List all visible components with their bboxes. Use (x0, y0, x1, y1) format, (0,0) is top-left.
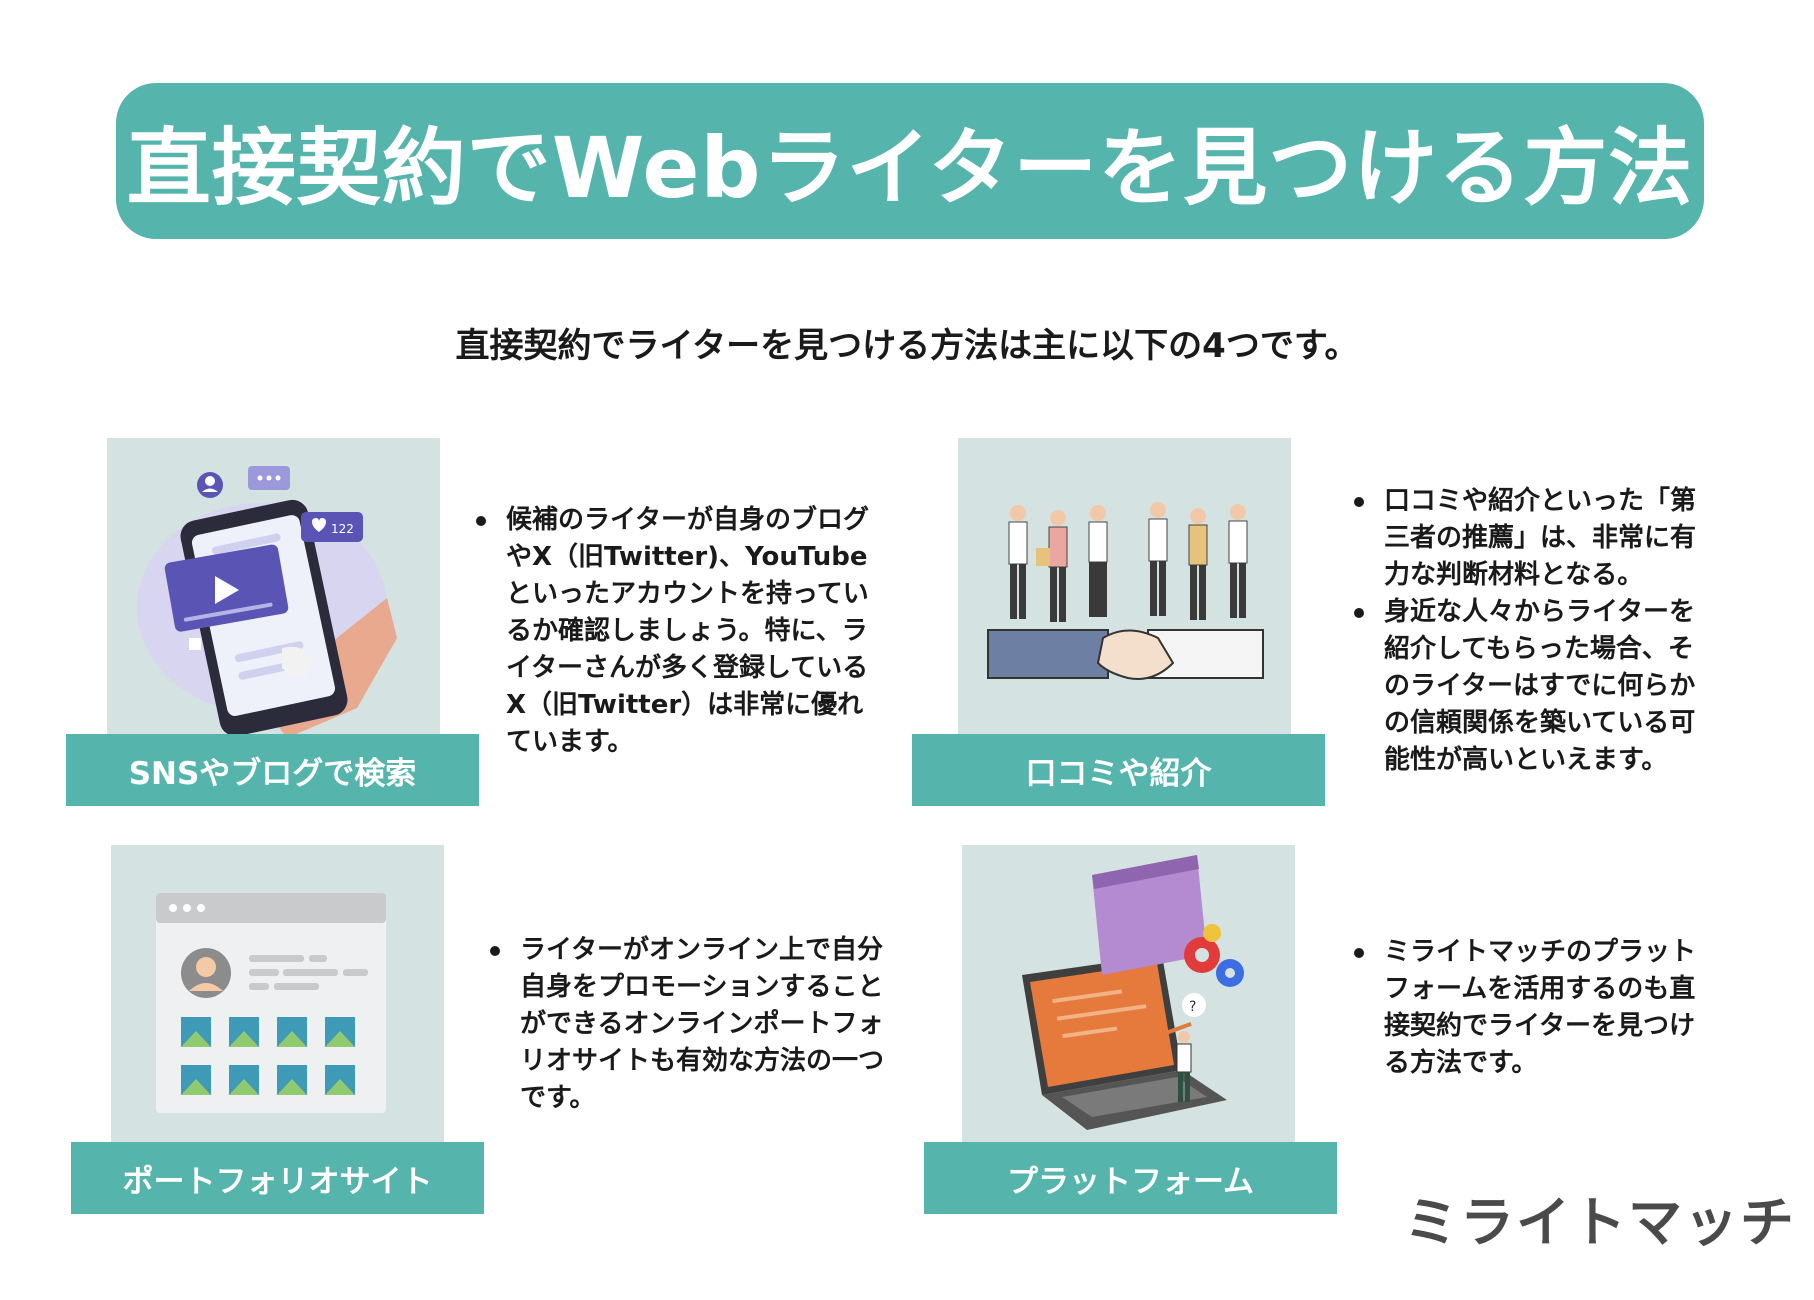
method-desc-portfolio: ライターがオンライン上で自分 自身をプロモーションすること ができるオンラインポ… (486, 932, 926, 1117)
referral-illustration (958, 438, 1291, 735)
like-count: 122 (331, 522, 354, 536)
code-window-icon (1092, 855, 1207, 975)
bullet-item: ライターがオンライン上で自分 自身をプロモーションすること ができるオンラインポ… (486, 932, 926, 1117)
person-icon (1176, 1031, 1192, 1102)
people-group-icon (1008, 502, 1248, 622)
bullet-item: 候補のライターが自身のブログ やX（旧Twitter)、YouTube といった… (472, 502, 912, 761)
portfolio-browser-icon (156, 893, 386, 1113)
method-label-portfolio: ポートフォリオサイト (71, 1142, 484, 1214)
image-thumbnail-icon (181, 1017, 355, 1095)
platform-illustration: ? (962, 845, 1295, 1142)
portfolio-illustration (111, 845, 444, 1142)
bullet-item: 口コミや紹介といった「第 三者の推薦」は、非常に有 力な判断材料となる。 (1350, 483, 1750, 594)
svg-text:?: ? (1189, 999, 1196, 1015)
smartphone-social-media-icon: 122 (137, 466, 397, 735)
bullet-item: 身近な人々からライターを 紹介してもらった場合、そ のライターはすでに何らか の… (1350, 594, 1750, 779)
title-banner: 直接契約でWebライターを見つける方法 (116, 83, 1704, 239)
brand-name: ミライトマッチ (1404, 1190, 1796, 1254)
page-subtitle: 直接契約でライターを見つける方法は主に以下の4つです。 (455, 326, 1359, 366)
method-desc-referral: 口コミや紹介といった「第 三者の推薦」は、非常に有 力な判断材料となる。 身近な… (1350, 483, 1750, 779)
method-label-sns: SNSやブログで検索 (66, 734, 479, 806)
brand-logo: ミライトマッチ (1392, 1174, 1794, 1260)
method-desc-platform: ミライトマッチのプラット フォームを活用するのも直 接契約でライターを見つけ る… (1350, 934, 1750, 1082)
handshake-icon (987, 629, 1264, 680)
avatar (181, 948, 231, 998)
gear-icon (1184, 924, 1244, 987)
method-label-platform: プラットフォーム (924, 1142, 1337, 1214)
handshake-people-icon (987, 502, 1264, 680)
laptop-platform-icon: ? (1022, 855, 1244, 1130)
method-label-referral: 口コミや紹介 (912, 734, 1325, 806)
page-title: 直接契約でWebライターを見つける方法 (126, 118, 1694, 217)
bullet-item: ミライトマッチのプラット フォームを活用するのも直 接契約でライターを見つけ る… (1350, 934, 1750, 1082)
method-desc-sns: 候補のライターが自身のブログ やX（旧Twitter)、YouTube といった… (472, 502, 912, 761)
sns-illustration: 122 (107, 438, 440, 735)
